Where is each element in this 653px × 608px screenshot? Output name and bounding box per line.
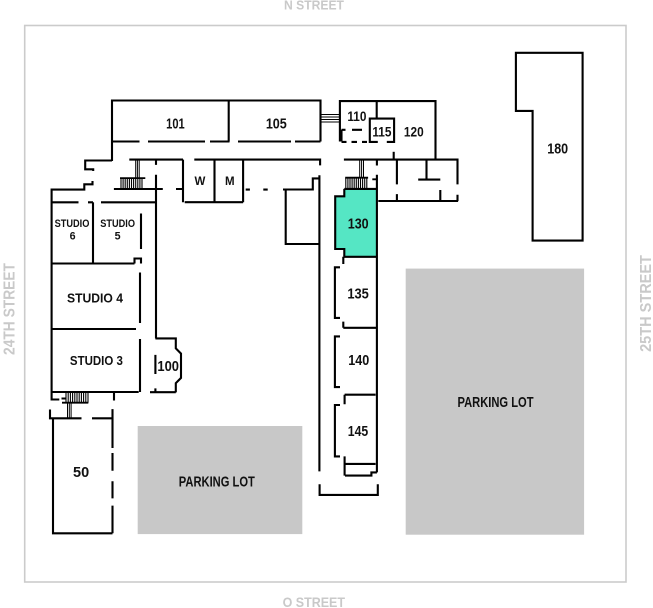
svg-text:STUDIO: STUDIO xyxy=(100,218,135,230)
svg-text:101: 101 xyxy=(166,115,184,132)
svg-text:M: M xyxy=(225,176,235,188)
svg-text:105: 105 xyxy=(266,114,287,131)
svg-text:115: 115 xyxy=(372,125,391,140)
svg-text:O STREET: O STREET xyxy=(283,594,346,608)
svg-text:100: 100 xyxy=(157,357,179,374)
svg-text:PARKING LOT: PARKING LOT xyxy=(179,473,255,490)
svg-text:140: 140 xyxy=(348,351,369,368)
svg-text:130: 130 xyxy=(348,214,369,231)
svg-text:50: 50 xyxy=(73,465,89,481)
svg-text:180: 180 xyxy=(547,140,568,157)
svg-text:5: 5 xyxy=(115,230,121,242)
svg-text:6: 6 xyxy=(70,230,76,242)
svg-text:PARKING LOT: PARKING LOT xyxy=(457,394,533,411)
svg-text:N STREET: N STREET xyxy=(284,0,344,13)
svg-text:24TH STREET: 24TH STREET xyxy=(2,263,19,355)
svg-text:120: 120 xyxy=(404,125,424,140)
svg-text:STUDIO 3: STUDIO 3 xyxy=(70,353,123,368)
svg-text:STUDIO: STUDIO xyxy=(55,218,90,230)
svg-text:25TH STREET: 25TH STREET xyxy=(638,254,653,352)
svg-text:110: 110 xyxy=(347,109,366,124)
svg-text:STUDIO 4: STUDIO 4 xyxy=(67,291,123,306)
svg-text:W: W xyxy=(194,176,205,188)
svg-text:135: 135 xyxy=(347,284,369,301)
svg-text:145: 145 xyxy=(348,423,369,439)
